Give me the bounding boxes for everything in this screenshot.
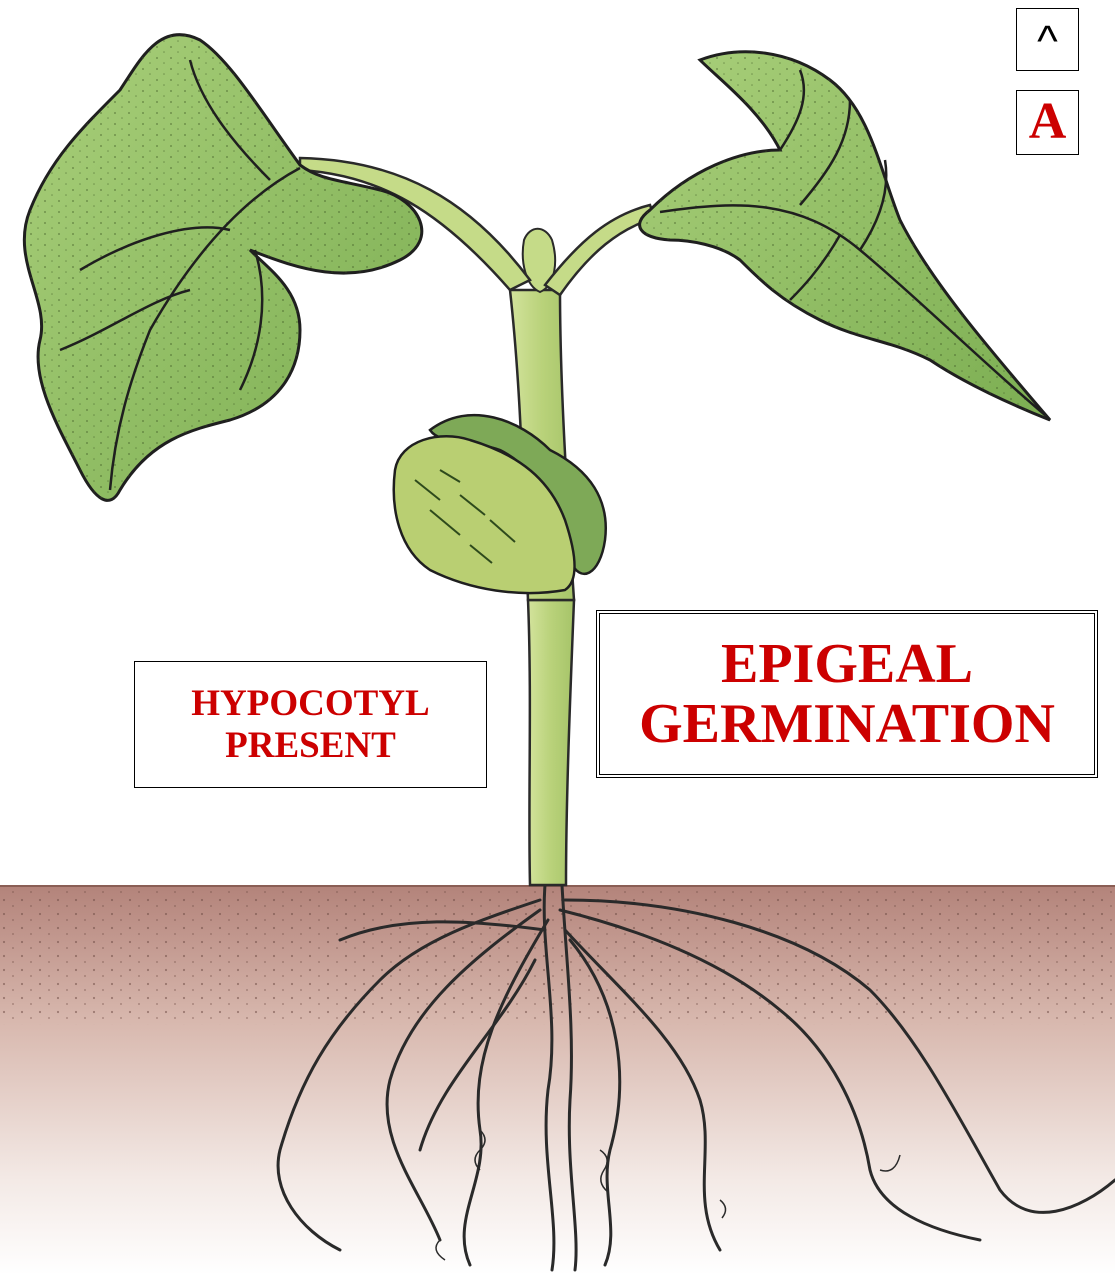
right-leaf <box>640 52 1050 420</box>
cotyledons <box>394 415 606 593</box>
left-leaf <box>24 35 421 501</box>
title-line-2: GERMINATION <box>639 694 1055 754</box>
a-button[interactable]: A <box>1016 90 1079 155</box>
up-caret-button[interactable]: ^ <box>1016 8 1079 71</box>
hypocotyl-label-line-1: HYPOCOTYL <box>191 683 429 724</box>
title-line-1: EPIGEAL <box>721 634 973 694</box>
hypocotyl-present-label: HYPOCOTYL PRESENT <box>134 661 487 788</box>
soil <box>0 885 1115 1275</box>
epigeal-germination-title: EPIGEAL GERMINATION <box>596 610 1098 778</box>
hypocotyl-label-line-2: PRESENT <box>225 725 396 766</box>
